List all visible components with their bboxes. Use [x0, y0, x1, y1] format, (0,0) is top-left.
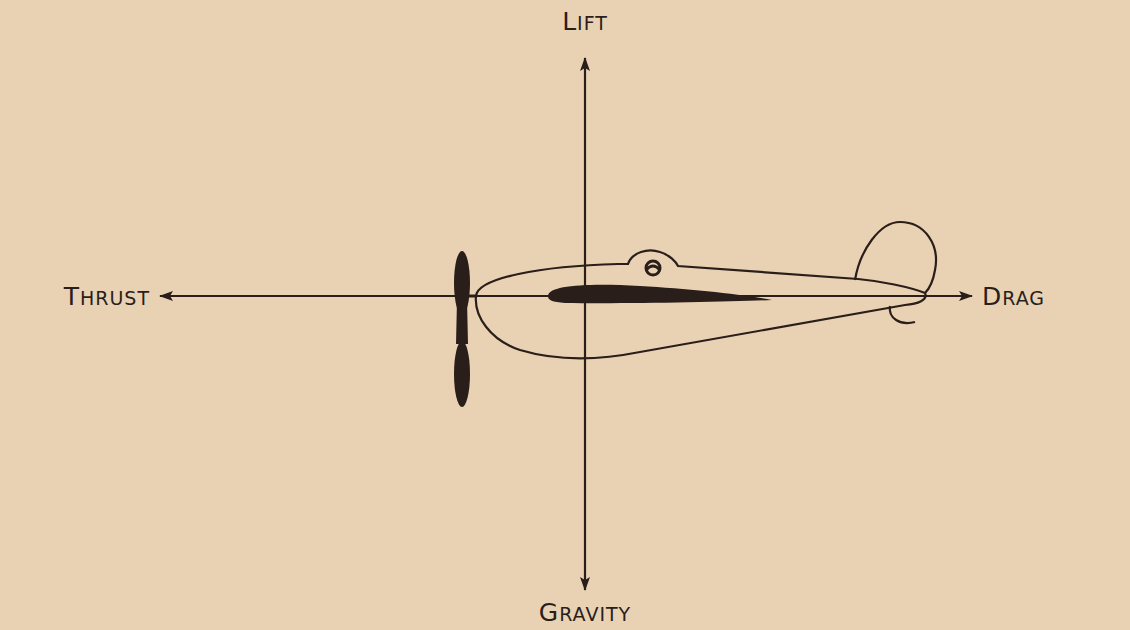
lift-arrow	[584, 58, 586, 296]
force-label: LIFT	[562, 9, 608, 34]
pilot-goggles	[646, 266, 660, 270]
tail-fin	[855, 222, 936, 293]
force-label: THRUST	[64, 284, 150, 309]
wing-airfoil	[548, 285, 772, 304]
gravity-arrow	[584, 296, 586, 590]
pilot-head	[646, 261, 660, 275]
force-label: GRAVITY	[539, 600, 631, 625]
tail-stabilizer	[890, 306, 915, 323]
thrust-arrow	[160, 295, 585, 297]
force-label: DRAG	[982, 284, 1045, 309]
propeller-shaft	[462, 295, 476, 298]
propeller-blade	[454, 341, 470, 407]
propeller-hub	[456, 300, 468, 344]
